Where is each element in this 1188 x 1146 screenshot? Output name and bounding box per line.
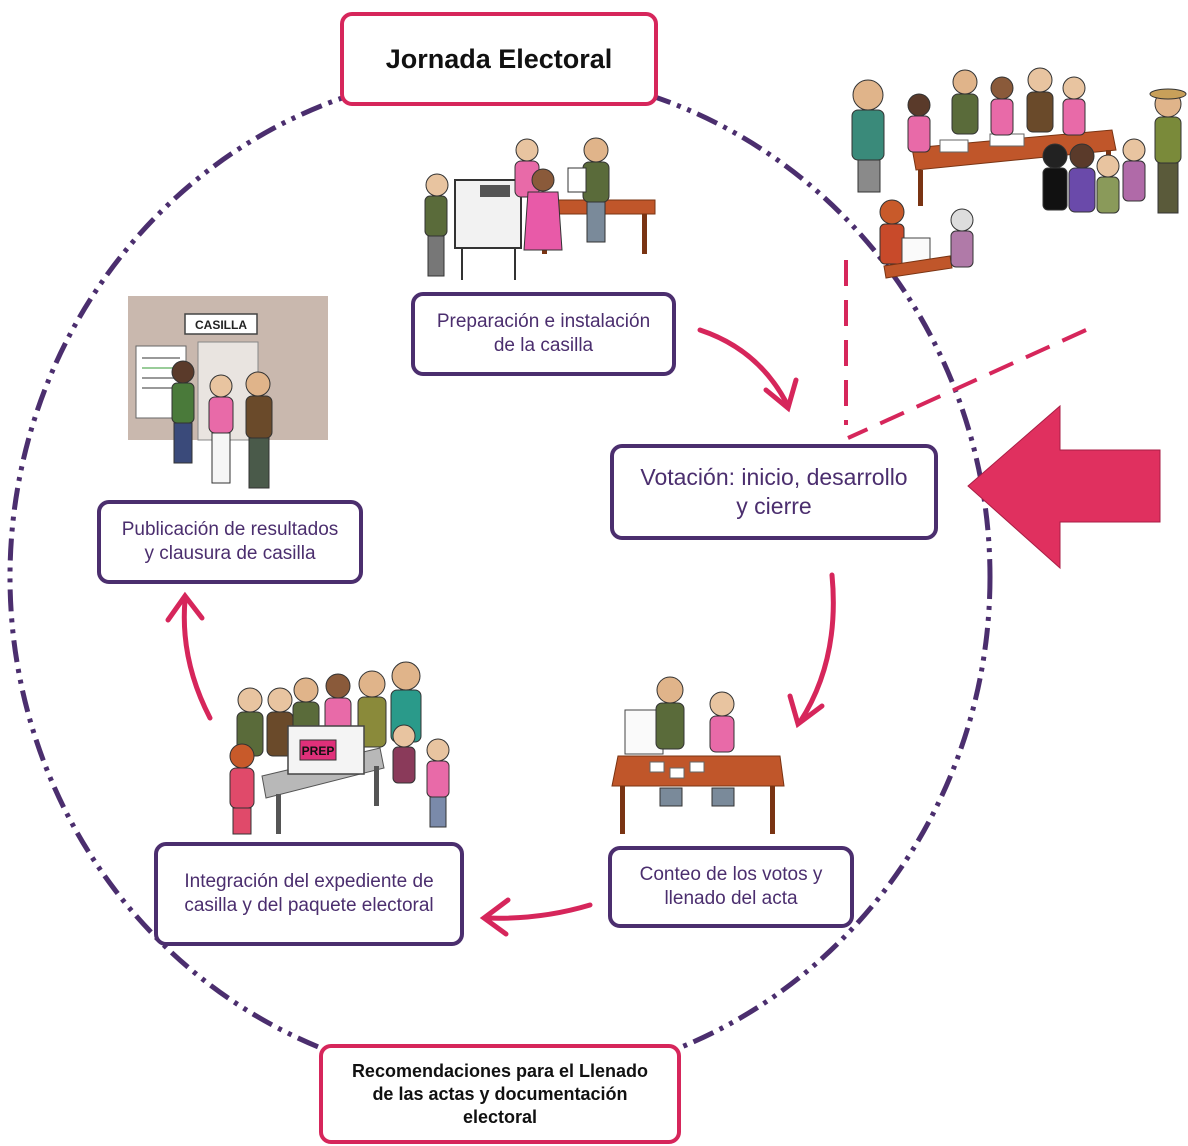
pointer-arrow [967,404,1161,570]
arrow-step4-to-step5 [181,597,213,721]
step-box-voting: Votación: inicio, desarrollo y cierre [610,444,938,540]
illustration-integration: PREP [229,661,450,835]
arrowhead-step1 [763,377,799,413]
arrowhead-step4 [165,591,205,623]
illustration-preparation [424,137,656,280]
illustration-publication: CASILLA [128,296,328,489]
step-box-publication: Publicación de resultados y clausura de … [97,500,363,584]
prep-box-label: PREP [302,744,335,758]
step-label-voting: Votación: inicio, desarrollo y cierre [640,464,908,519]
arrowhead-step2 [787,693,825,729]
arrow-step3-to-step4 [483,902,593,921]
zoom-line-diagonal [847,328,1087,440]
step-box-preparation: Preparación e instalación de la casilla [411,292,676,376]
step-label-publication: Publicación de resultados y clausura de … [121,519,339,564]
step-box-counting: Conteo de los votos y llenado del acta [608,846,854,928]
footer-box: Recomendaciones para el Llenado de las a… [319,1044,681,1144]
illustration-counting [611,676,785,834]
arrowhead-step3 [479,897,511,937]
arrow-step2-to-step3 [797,572,836,725]
diagram-title: Jornada Electoral [385,44,613,74]
step-label-counting: Conteo de los votos y llenado del acta [639,864,823,909]
arrow-step1-to-step2 [697,327,791,409]
diagram-title-box: Jornada Electoral [340,12,658,106]
casilla-sign-text: CASILLA [195,318,247,332]
step-label-integration: Integración del expediente de casilla y … [184,871,434,916]
illustration-voting-crowd [851,67,1187,279]
footer-text: Recomendaciones para el Llenado de las a… [351,1060,649,1127]
step-box-integration: Integración del expediente de casilla y … [154,842,464,946]
step-label-preparation: Preparación e instalación de la casilla [436,311,651,356]
